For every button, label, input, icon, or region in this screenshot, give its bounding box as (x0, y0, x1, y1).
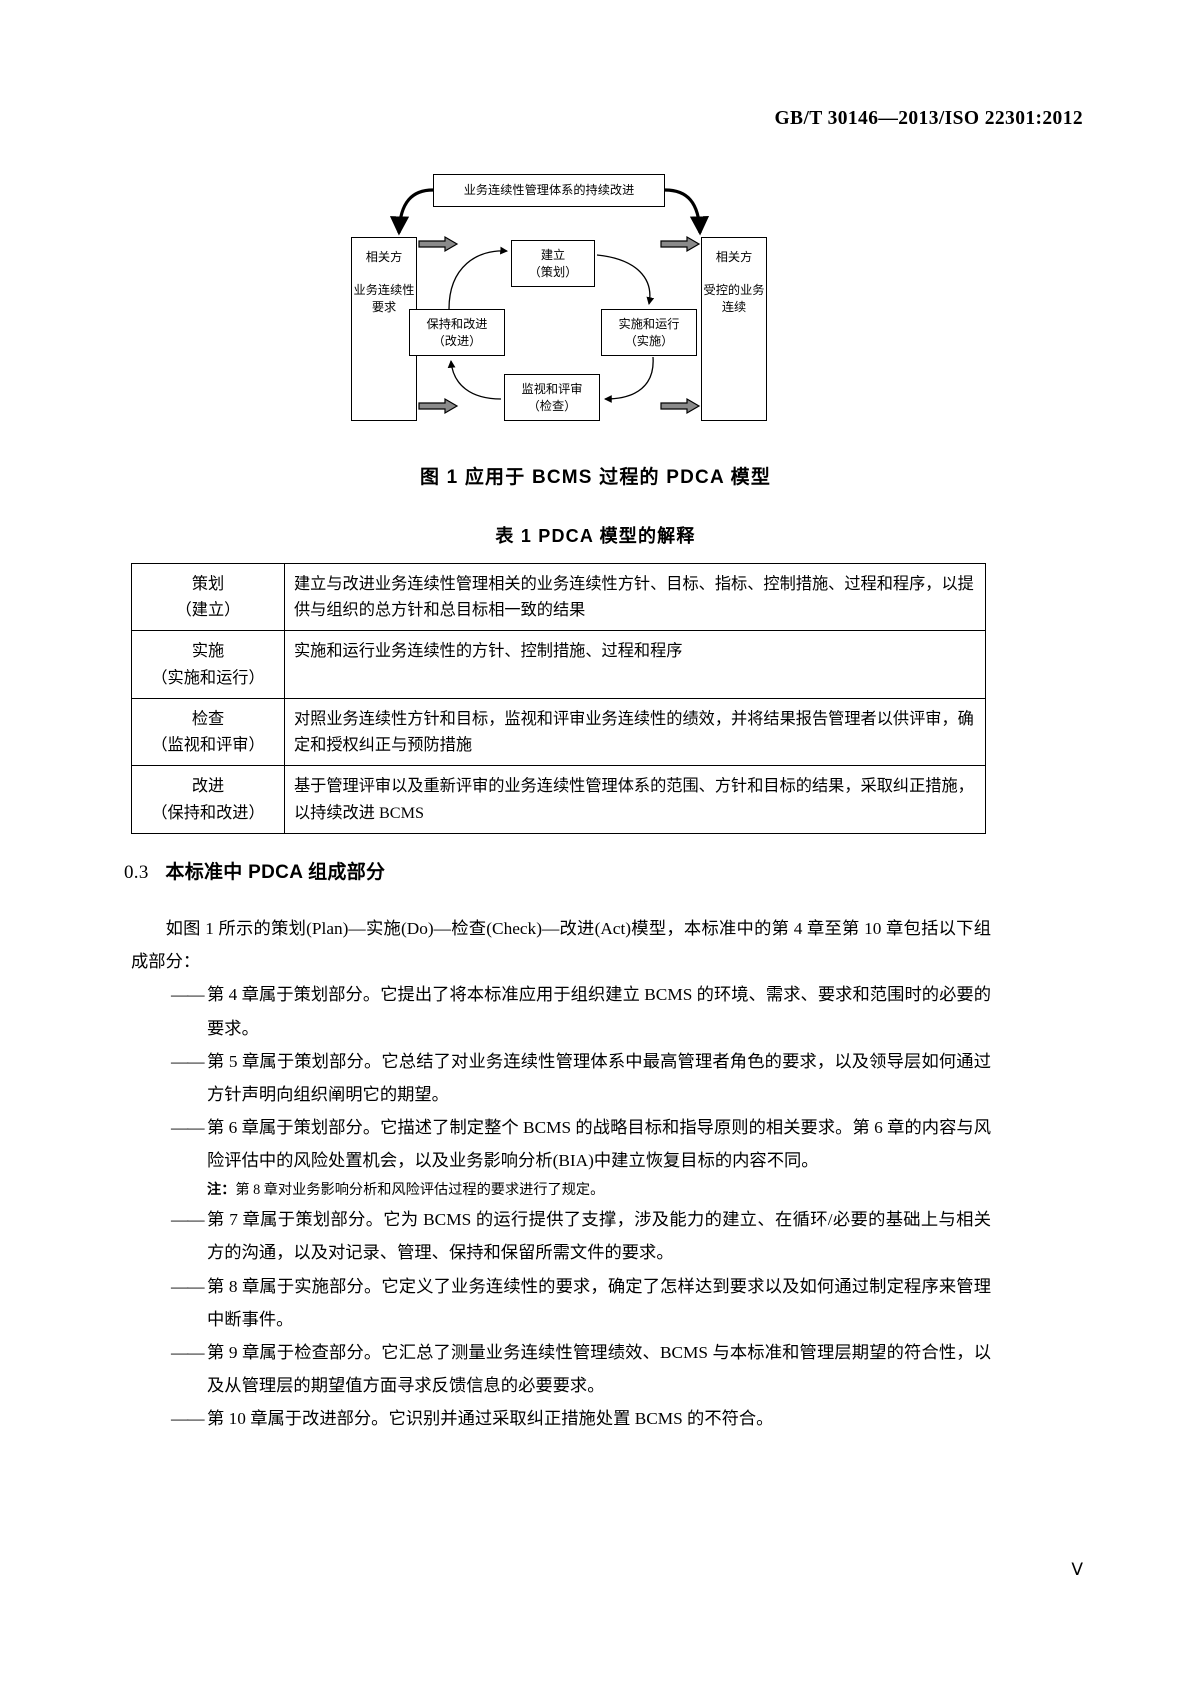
table-pdca-explanation: 策划 （建立） 建立与改进业务连续性管理相关的业务连续性方针、目标、指标、控制措… (131, 562, 986, 834)
table-caption: 表 1 PDCA 模型的解释 (495, 526, 696, 546)
figure-box-check-line1: 监视和评审 (521, 382, 583, 397)
section-title: 本标准中 PDCA 组成部分 (165, 862, 386, 883)
list-item: —— 第 7 章属于策划部分。它为 BCMS 的运行提供了支撑，涉及能力的建立、… (131, 1203, 991, 1269)
figure-panel-interested-parties-input: 相关方 业务连续性要求 (351, 237, 417, 421)
figure-box-continual-improvement: 业务连续性管理体系的持续改进 (433, 174, 665, 207)
figure-box-do: 实施和运行 （实施） (601, 309, 697, 356)
list-item: —— 第 4 章属于策划部分。它提出了将本标准应用于组织建立 BCMS 的环境、… (131, 978, 991, 1044)
figure-panel-interested-parties-output: 相关方 受控的业务连续 (701, 237, 767, 421)
figure-panel-right-line1: 相关方 (715, 250, 753, 264)
figure-panel-left-line2: 业务连续性要求 (353, 283, 415, 314)
list-item: —— 第 10 章属于改进部分。它识别并通过采取纠正措施处置 BCMS 的不符合… (131, 1402, 991, 1435)
figure-box-plan-line1: 建立 (540, 248, 566, 263)
list-item-dash: —— (171, 1051, 205, 1071)
table-key-line1: 检查 (191, 709, 225, 728)
table-cell-value: 对照业务连续性方针和目标，监视和评审业务连续性的绩效，并将结果报告管理者以供评审… (284, 697, 986, 767)
figure-box-act: 保持和改进 （改进） (409, 309, 505, 356)
list-item-text: 第 7 章属于策划部分。它为 BCMS 的运行提供了支撑，涉及能力的建立、在循环… (207, 1210, 991, 1263)
figure-box-check: 监视和评审 （检查） (504, 374, 600, 421)
table-key-line1: 策划 (191, 575, 225, 593)
section-intro-paragraph: 如图 1 所示的策划(Plan)—实施(Do)—检查(Check)—改进(Act… (131, 919, 991, 972)
section-number: 0.3 (124, 862, 149, 883)
table-cell-key: 策划 （建立） (131, 562, 285, 632)
list-item-text: 第 6 章属于策划部分。它描述了制定整个 BCMS 的战略目标和指导原则的相关要… (207, 1118, 991, 1171)
list-item: —— 第 8 章属于实施部分。它定义了业务连续性的要求，确定了怎样达到要求以及如… (131, 1270, 991, 1336)
figure-box-act-line2: （改进） (432, 333, 482, 348)
table-key-line2: （建立） (175, 601, 241, 620)
list-item-dash: —— (171, 1409, 205, 1429)
table-cell-key: 改进 （保持和改进） (131, 765, 285, 834)
table-row: 策划 （建立） 建立与改进业务连续性管理相关的业务连续性方针、目标、指标、控制措… (131, 562, 986, 632)
running-header: GB/T 30146—2013/ISO 22301:2012 (774, 108, 1083, 130)
list-item: —— 第 6 章属于策划部分。它描述了制定整个 BCMS 的战略目标和指导原则的… (131, 1111, 991, 1177)
figure-box-continual-improvement-label: 业务连续性管理体系的持续改进 (463, 183, 635, 198)
table-cell-key: 实施 （实施和运行） (131, 630, 285, 699)
note-paragraph: 注：第 8 章对业务影响分析和风险评估过程的要求进行了规定。 (131, 1178, 991, 1204)
list-item: —— 第 5 章属于策划部分。它总结了对业务连续性管理体系中最高管理者角色的要求… (131, 1045, 991, 1111)
figure-box-check-line2: （检查） (527, 398, 577, 413)
figure-panel-left-line1: 相关方 (365, 250, 403, 264)
list-item-text: 第 8 章属于实施部分。它定义了业务连续性的要求，确定了怎样达到要求以及如何通过… (207, 1276, 991, 1329)
arrow-out-bottom (660, 397, 701, 415)
figure-box-plan-line2: （策划） (528, 264, 578, 279)
table-key-line2: （监视和评审） (151, 736, 265, 755)
list-item-text: 第 5 章属于策划部分。它总结了对业务连续性管理体系中最高管理者角色的要求，以及… (207, 1051, 991, 1105)
table-cell-value: 基于管理评审以及重新评审的业务连续性管理体系的范围、方针和目标的结果，采取纠正措… (284, 765, 986, 834)
figure-box-do-line1: 实施和运行 (618, 317, 680, 332)
list-item: —— 第 9 章属于检查部分。它汇总了测量业务连续性管理绩效、BCMS 与本标准… (131, 1336, 991, 1402)
table-cell-value: 实施和运行业务连续性的方针、控制措施、过程和程序 (284, 630, 986, 699)
list-item-text: 第 9 章属于检查部分。它汇总了测量业务连续性管理绩效、BCMS 与本标准和管理… (207, 1343, 991, 1396)
section-heading: 0.3 本标准中 PDCA 组成部分 (124, 857, 385, 884)
table-key-line1: 改进 (191, 777, 225, 796)
arrow-out-top (660, 235, 701, 253)
figure-box-plan: 建立 （策划） (511, 240, 595, 287)
note-text: 第 8 章对业务影响分析和风险评估过程的要求进行了规定。 (235, 1181, 605, 1198)
figure-pdca-diagram: 业务连续性管理体系的持续改进 相关方 业务连续性要求 相关方 受控的业务连续 建… (349, 163, 769, 421)
list-item-dash: —— (171, 985, 205, 1005)
table-row: 改进 （保持和改进） 基于管理评审以及重新评审的业务连续性管理体系的范围、方针和… (131, 765, 986, 834)
figure-caption: 图 1 应用于 BCMS 过程的 PDCA 模型 (419, 467, 772, 488)
list-item-dash: —— (171, 1343, 205, 1362)
page-number: Ⅴ (1071, 1560, 1083, 1579)
list-item-dash: —— (171, 1210, 205, 1230)
list-item-dash: —— (171, 1118, 205, 1138)
figure-box-act-line1: 保持和改进 (426, 317, 488, 332)
arrow-in-top (418, 235, 459, 253)
figure-connectors (389, 188, 710, 415)
table-row: 实施 （实施和运行） 实施和运行业务连续性的方针、控制措施、过程和程序 (131, 630, 986, 699)
table-key-line2: （实施和运行） (151, 668, 265, 687)
list-item-text: 第 4 章属于策划部分。它提出了将本标准应用于组织建立 BCMS 的环境、需求、… (207, 985, 991, 1038)
list-item-text: 第 10 章属于改进部分。它识别并通过采取纠正措施处置 BCMS 的不符合。 (207, 1409, 774, 1429)
table-cell-value: 建立与改进业务连续性管理相关的业务连续性方针、目标、指标、控制措施、过程和程序，… (284, 562, 986, 632)
table-key-line1: 实施 (191, 642, 225, 661)
standard-code: GB/T 30146—2013/ISO 22301:2012 (774, 108, 1083, 129)
list-item-dash: —— (171, 1276, 205, 1296)
section-body: 如图 1 所示的策划(Plan)—实施(Do)—检查(Check)—改进(Act… (131, 912, 991, 1436)
table-key-line2: （保持和改进） (151, 803, 265, 822)
note-label: 注： (207, 1181, 236, 1198)
figure-panel-right-line2: 受控的业务连续 (703, 283, 765, 314)
table-cell-key: 检查 （监视和评审） (131, 697, 285, 767)
figure-box-do-line2: （实施） (624, 333, 674, 348)
table-row: 检查 （监视和评审） 对照业务连续性方针和目标，监视和评审业务连续性的绩效，并将… (131, 697, 986, 767)
arrow-in-bottom (418, 397, 459, 415)
